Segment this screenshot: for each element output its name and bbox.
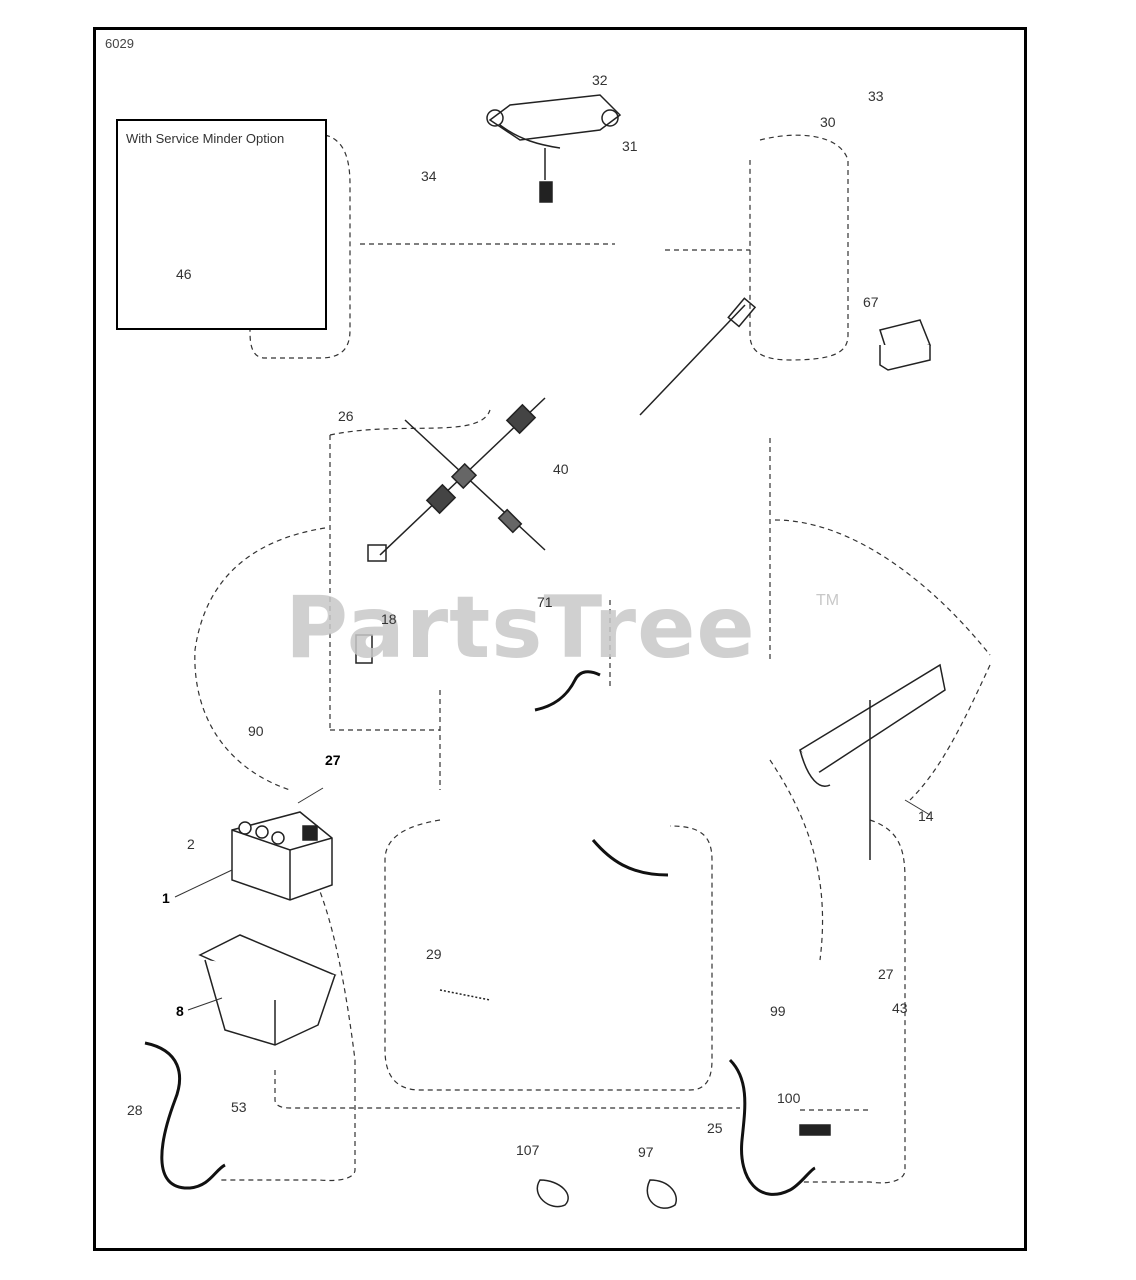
callout-27: 27: [325, 752, 341, 768]
trademark-symbol: TM: [816, 592, 840, 609]
service-minder-inset: With Service Minder Option: [116, 119, 327, 330]
callout-34: 34: [421, 168, 437, 184]
callout-25: 25: [707, 1120, 723, 1136]
inset-title: With Service Minder Option: [126, 131, 285, 146]
callout-18: 18: [381, 611, 397, 627]
diagram-code: 6029: [105, 36, 134, 51]
callout-107: 107: [516, 1142, 540, 1158]
callout-40: 40: [553, 461, 569, 477]
callout-46: 46: [176, 266, 192, 282]
callout-99: 99: [770, 1003, 786, 1019]
callout-67: 67: [863, 294, 879, 310]
callout-71: 71: [537, 594, 553, 610]
callout-1: 1: [162, 890, 170, 906]
callout-27-right: 27: [878, 966, 894, 982]
callout-29: 29: [426, 946, 442, 962]
callout-31: 31: [622, 138, 638, 154]
callout-8: 8: [176, 1003, 184, 1019]
callout-43: 43: [892, 1000, 908, 1016]
callout-33: 33: [868, 88, 884, 104]
callout-26: 26: [338, 408, 354, 424]
callout-14: 14: [918, 808, 934, 824]
callout-53: 53: [231, 1099, 247, 1115]
callout-28: 28: [127, 1102, 143, 1118]
callout-2: 2: [187, 836, 195, 852]
callout-97: 97: [638, 1144, 654, 1160]
parts-tree-watermark: PartsTree: [285, 578, 756, 678]
callout-90: 90: [248, 723, 264, 739]
diagram-frame: [93, 27, 1027, 1251]
callout-100: 100: [777, 1090, 801, 1106]
callout-30: 30: [820, 114, 836, 130]
callout-32: 32: [592, 72, 608, 88]
